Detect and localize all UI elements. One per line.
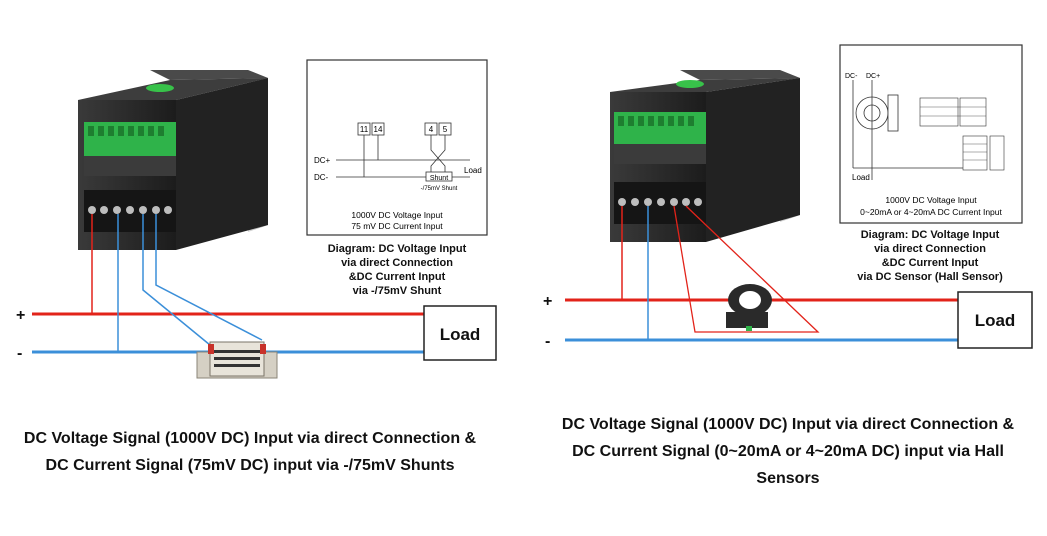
inset-shunt: Shunt	[430, 175, 448, 182]
inset-desc-2: 75 mV DC Current Input	[351, 221, 443, 231]
left-minus-label: -	[17, 345, 22, 362]
right-inset-desc-1: 1000V DC Voltage Input	[885, 195, 977, 205]
left-plus-label: +	[16, 307, 25, 324]
inset-load: Load	[464, 166, 482, 175]
right-hall-sensor	[726, 284, 772, 331]
right-minus-label: -	[545, 333, 550, 350]
right-inset-load: Load	[852, 173, 870, 182]
svg-text:&DC Current Input: &DC Current Input	[349, 271, 446, 283]
inset-term-11: 11	[360, 125, 369, 134]
svg-text:&DC Current Input: &DC Current Input	[882, 257, 979, 269]
right-inset-caption: Diagram: DC Voltage Input via direct Con…	[857, 229, 1003, 283]
inset-term-14: 14	[374, 125, 383, 134]
inset-shunt-sub: -/75mV Shunt	[421, 186, 458, 192]
left-caption: DC Voltage Signal (1000V DC) Input via d…	[23, 430, 477, 474]
left-load-label: Load	[440, 325, 481, 344]
left-inset-caption: Diagram: DC Voltage Input via direct Con…	[328, 243, 467, 297]
svg-text:via direct Connection: via direct Connection	[341, 257, 453, 269]
svg-text:via -/75mV Shunt: via -/75mV Shunt	[353, 285, 442, 297]
right-inset-dc-minus: DC-	[845, 73, 858, 80]
inset-desc-1: 1000V DC Voltage Input	[351, 210, 443, 220]
right-plus-label: +	[543, 293, 552, 310]
right-load-box	[957, 291, 1033, 349]
right-diagram: + - Load DC- DC+ Load 1000V DC Voltage	[543, 44, 1033, 350]
inset-dc-plus: DC+	[314, 156, 331, 165]
left-shunt	[196, 341, 278, 379]
svg-text:Diagram: DC Voltage Input: Diagram: DC Voltage Input	[328, 243, 467, 255]
left-meter	[78, 70, 268, 250]
left-diagram: + - Load 11 14 4 5 DC+ DC- Load Shunt	[16, 59, 497, 379]
svg-text:via DC Sensor (Hall Sensor): via DC Sensor (Hall Sensor)	[857, 271, 1003, 283]
svg-text:via direct Connection: via direct Connection	[874, 243, 986, 255]
right-caption: DC Voltage Signal (1000V DC) Input via d…	[561, 416, 1015, 487]
svg-text:Diagram: DC Voltage Input: Diagram: DC Voltage Input	[861, 229, 1000, 241]
right-inset: DC- DC+ Load 1000V DC Voltage Input 0~20…	[839, 44, 1023, 224]
right-meter	[610, 70, 800, 242]
right-load-label: Load	[975, 311, 1016, 330]
right-inset-desc-2: 0~20mA or 4~20mA DC Current Input	[860, 207, 1002, 217]
inset-term-4: 4	[429, 125, 434, 134]
right-inset-dc-plus: DC+	[866, 73, 880, 80]
left-load-box	[423, 305, 497, 361]
inset-term-5: 5	[443, 125, 448, 134]
inset-dc-minus: DC-	[314, 173, 329, 182]
left-inset: 11 14 4 5 DC+ DC- Load Shunt -/75mV Shun…	[306, 59, 488, 236]
